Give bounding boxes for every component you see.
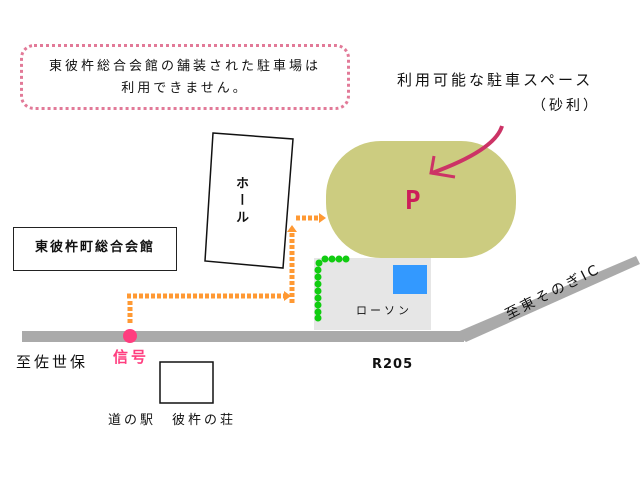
parking-area[interactable] (326, 141, 516, 258)
hedge (314, 255, 350, 322)
parking-label: 利用可能な駐車スペース (397, 71, 594, 89)
hall-building (204, 132, 294, 269)
signal-label: 信号 (113, 348, 150, 366)
roadside-station-label: 道の駅 彼杵の荘 (108, 413, 237, 428)
traffic-signal-icon (123, 329, 137, 343)
parking-symbol: P (405, 186, 424, 216)
notice-box: 東彼杵総合会館の舗装された駐車場は 利用できません。 (20, 44, 350, 110)
road-east (455, 256, 640, 342)
notice-line-2: 利用できません。 (121, 81, 249, 96)
pointer-arrow (431, 125, 504, 175)
road-label: R205 (372, 357, 414, 372)
store-sign (393, 265, 427, 294)
hall-label: ホール (233, 176, 248, 227)
notice-line-1: 東彼杵総合会館の舗装された駐車場は (48, 59, 321, 74)
access-route (127, 215, 319, 323)
direction-west-label: 至佐世保 (16, 353, 89, 371)
pointer-arrowhead (429, 155, 456, 179)
road-r205 (22, 331, 464, 342)
roadside-station-building (159, 361, 214, 404)
store-label: ローソン (356, 304, 412, 317)
parking-surface-label: （砂利） (532, 98, 600, 114)
route-arrowheads (284, 213, 326, 301)
building-label: 東彼杵町総合会館 (13, 227, 177, 271)
